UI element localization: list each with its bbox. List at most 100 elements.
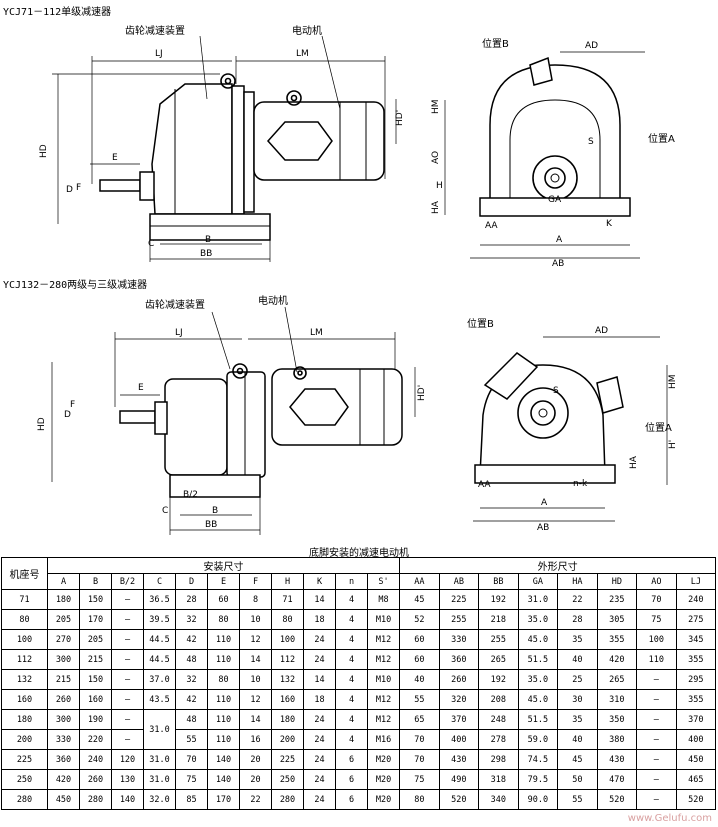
dim-a-2: A	[541, 498, 548, 508]
dim-s: S	[588, 137, 594, 147]
table-cell: 43.5	[143, 689, 176, 710]
table-cell: 420	[596, 649, 638, 670]
dim-b: B	[205, 235, 211, 245]
table-cell: —	[111, 669, 144, 690]
table-cell: 170	[79, 609, 112, 630]
table-cell: 35	[557, 629, 598, 650]
table-cell: 42	[175, 689, 208, 710]
table-cell: 14	[239, 709, 272, 730]
table-cell: 170	[207, 789, 240, 810]
table-cell: M12	[366, 689, 401, 710]
table-cell: 24	[303, 789, 336, 810]
dim-lm: LM	[296, 49, 309, 59]
table-cell: 40	[557, 649, 598, 670]
column-header: H	[271, 573, 304, 590]
table-cell: —	[111, 609, 144, 630]
table-cell: 4	[335, 689, 368, 710]
table-cell: 140	[207, 749, 240, 770]
table-cell: 35	[557, 709, 598, 730]
table-cell: 430	[596, 749, 638, 770]
table-cell: —	[636, 749, 677, 770]
table-cell: 30	[557, 689, 598, 710]
dim-b-2: B	[212, 506, 218, 516]
table-cell: 80	[207, 669, 240, 690]
dim-nk: n-k	[573, 479, 588, 489]
table-cell: 45.0	[517, 689, 559, 710]
table-cell: 10	[239, 609, 272, 630]
table-cell: 55	[399, 689, 440, 710]
table-cell: 215	[47, 669, 80, 690]
table-cell: 60	[207, 589, 240, 610]
table-cell: 132	[1, 669, 48, 690]
table-cell: 52	[399, 609, 440, 630]
table-cell: 310	[596, 689, 638, 710]
table-cell: 32	[175, 609, 208, 630]
table-cell: M20	[366, 769, 401, 790]
table-title: 底脚安装的减速电动机	[309, 548, 409, 559]
table-cell: 280	[1, 789, 48, 810]
table-cell: 51.5	[517, 709, 559, 730]
table-cell: 320	[438, 689, 480, 710]
table-cell: 20	[239, 769, 272, 790]
table-cell: 265	[478, 649, 519, 670]
table-cell: 470	[596, 769, 638, 790]
table-cell: 16	[239, 729, 272, 750]
table-cell: 55	[175, 729, 208, 750]
table-cell: 260	[438, 669, 480, 690]
label-motor: 电动机	[292, 24, 322, 37]
dim-k: K	[606, 219, 613, 229]
column-header: K	[303, 573, 336, 590]
table-cell: 265	[596, 669, 638, 690]
fig2-side-view: LJ LM HD HD' E D F B/2 C B BB 齿轮减速装置 电动机	[37, 294, 427, 535]
table-cell: —	[636, 729, 677, 750]
table-cell: 225	[271, 749, 304, 770]
dim-f: F	[76, 183, 81, 193]
table-cell: 60	[399, 629, 440, 650]
table-cell: 32	[175, 669, 208, 690]
table-cell: M20	[366, 749, 401, 770]
table-cell: 4	[335, 669, 368, 690]
table-cell: —	[636, 769, 677, 790]
table-cell: 36.5	[143, 589, 176, 610]
table-cell: 340	[478, 789, 519, 810]
table-cell: 110	[207, 709, 240, 730]
table-cell: 225	[438, 589, 480, 610]
table-cell: 270	[47, 629, 80, 650]
table-cell: 24	[303, 709, 336, 730]
table-cell: 42	[175, 629, 208, 650]
label-position-b-2: 位置B	[467, 317, 494, 330]
table-cell: 110	[207, 689, 240, 710]
table-cell: 180	[271, 709, 304, 730]
table-cell: 12	[239, 629, 272, 650]
table-cell: 80	[207, 609, 240, 630]
table-cell: 40	[557, 729, 598, 750]
table-cell: 208	[478, 689, 519, 710]
table-cell: 465	[675, 769, 717, 790]
watermark: www.Gelufu.com	[627, 813, 712, 824]
table-cell: —	[636, 709, 677, 730]
fig1-end-view: AD 位置B 位置A HM AO H HA AA GA S K A AB	[431, 37, 675, 269]
table-cell: 355	[675, 649, 717, 670]
table-cell: 370	[438, 709, 480, 730]
table-cell: 80	[1, 609, 48, 630]
column-header: S'	[366, 573, 401, 590]
table-cell: 80	[271, 609, 304, 630]
dim-lj: LJ	[155, 49, 163, 59]
table-cell: 59.0	[517, 729, 559, 750]
table-cell: 130	[111, 769, 144, 790]
table-cell: 79.5	[517, 769, 559, 790]
column-header: AA	[399, 573, 440, 590]
column-header: A	[47, 573, 80, 590]
table-cell: 330	[438, 629, 480, 650]
table-cell: 110	[636, 649, 677, 670]
table-cell: 31.0	[517, 589, 559, 610]
table-cell: M10	[366, 669, 401, 690]
column-header: AO	[636, 573, 677, 590]
dim-hm: HM	[431, 99, 441, 114]
dim-b2: B/2	[183, 490, 198, 500]
table-cell: 250	[1, 769, 48, 790]
